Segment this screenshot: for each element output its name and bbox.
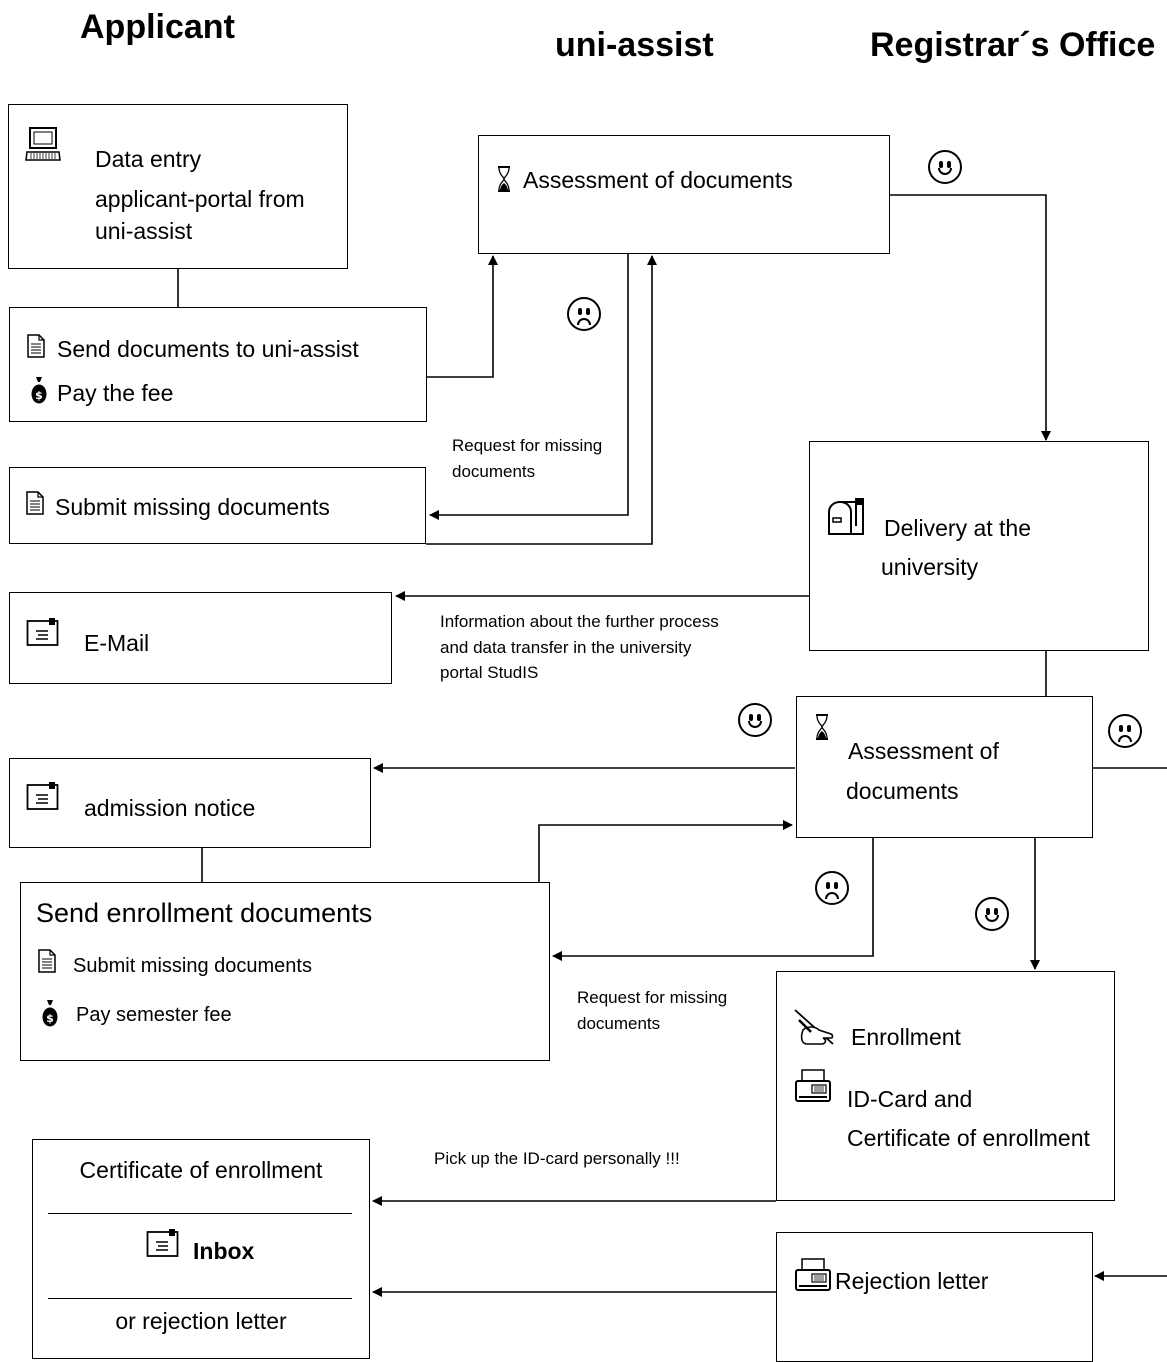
- enroll-submit-missing-label: Submit missing documents: [73, 955, 312, 977]
- delivery-line1: Delivery at the: [884, 515, 1032, 541]
- enrollment-label: Enrollment: [851, 1024, 961, 1050]
- assessment-uni-assist-box: [478, 135, 890, 254]
- happy-face-icon: [738, 703, 772, 737]
- request-missing-line1: Request for missing: [577, 988, 728, 1007]
- assessment-ro-line2: documents: [846, 778, 959, 804]
- writing-hand-icon: [794, 1009, 834, 1045]
- sad-face-icon: [567, 297, 601, 331]
- header-applicant: Applicant: [80, 8, 235, 46]
- rejection-letter-label: Rejection letter: [835, 1268, 989, 1294]
- sad-face-icon: [1108, 714, 1142, 748]
- pay-semester-fee-label: Pay semester fee: [76, 1004, 232, 1026]
- inbox-label: Inbox: [193, 1238, 255, 1264]
- divider-line: [48, 1213, 352, 1214]
- svg-text:$: $: [35, 389, 43, 402]
- email-label: E-Mail: [84, 630, 150, 656]
- info-line2: and data transfer in the university: [440, 637, 692, 657]
- request-missing-line2: documents: [452, 461, 536, 481]
- mailbox-icon: [828, 498, 864, 535]
- happy-face-icon: [928, 150, 962, 184]
- request-missing-line2: documents: [577, 1013, 661, 1033]
- enrollment-box: [776, 971, 1115, 1201]
- id-card-line2: Certificate of enrollment: [847, 1125, 1090, 1151]
- assessment-ro-line1: Assessment of: [848, 738, 999, 764]
- computer-icon: [25, 127, 61, 161]
- id-card-line1: ID-Card and: [847, 1086, 973, 1112]
- hourglass-icon: [816, 714, 828, 740]
- rejection-or-label: or rejection letter: [115, 1308, 287, 1334]
- document-icon: [26, 491, 44, 515]
- certificate-box: [32, 1139, 370, 1359]
- certificate-label: Certificate of enrollment: [79, 1157, 323, 1183]
- enrollment-documents-title: Send enrollment documents: [36, 898, 373, 928]
- rejection-letter-box: [776, 1232, 1093, 1362]
- letter-icon: [146, 1229, 179, 1257]
- happy-face-icon: [975, 897, 1009, 931]
- header-registrar: Registrar´s Office: [870, 26, 1156, 64]
- admission-notice-box: [9, 758, 371, 848]
- money-bag-icon: $: [31, 377, 47, 404]
- submit-missing-label: Submit missing documents: [55, 494, 330, 520]
- email-box: [9, 592, 392, 684]
- data-entry-line1: Data entry: [95, 146, 202, 172]
- enrollment-documents-box: [20, 882, 550, 1061]
- send-documents-box: [9, 307, 427, 422]
- request-missing-label-2: Request for missing documents: [577, 985, 727, 1036]
- header-uni-assist: uni-assist: [555, 26, 714, 64]
- data-entry-box: [8, 104, 348, 269]
- assessment-registrar-box: [796, 696, 1093, 838]
- sad-face-icon: [815, 871, 849, 905]
- data-entry-line2: applicant-portal from: [95, 186, 305, 212]
- delivery-box: [809, 441, 1149, 651]
- send-documents-label: Send documents to uni-assist: [57, 336, 359, 362]
- fax-icon: [795, 1069, 831, 1102]
- submit-missing-box: [9, 467, 426, 544]
- fax-icon: [795, 1258, 831, 1291]
- hourglass-icon: [498, 166, 510, 192]
- assessment-ua-label: Assessment of documents: [523, 167, 793, 193]
- data-entry-line3: uni-assist: [95, 218, 193, 244]
- request-missing-label-1: Request for missing documents: [452, 433, 602, 484]
- info-further-process-label: Information about the further process an…: [440, 609, 719, 686]
- divider-line: [48, 1298, 352, 1299]
- request-missing-line1: Request for missing: [452, 436, 603, 455]
- money-bag-icon: $: [42, 1000, 58, 1027]
- letter-icon: [26, 782, 59, 810]
- pickup-id-card-label: Pick up the ID-card personally !!!: [434, 1149, 680, 1168]
- svg-text:$: $: [46, 1012, 54, 1025]
- info-line1: Information about the further process: [440, 612, 719, 631]
- info-line3: portal StudIS: [440, 663, 539, 682]
- letter-icon: [26, 618, 59, 646]
- pay-fee-label: Pay the fee: [57, 380, 174, 406]
- document-icon: [27, 334, 45, 358]
- delivery-line2: university: [881, 554, 979, 580]
- admission-notice-label: admission notice: [84, 795, 256, 821]
- document-icon: [38, 949, 56, 973]
